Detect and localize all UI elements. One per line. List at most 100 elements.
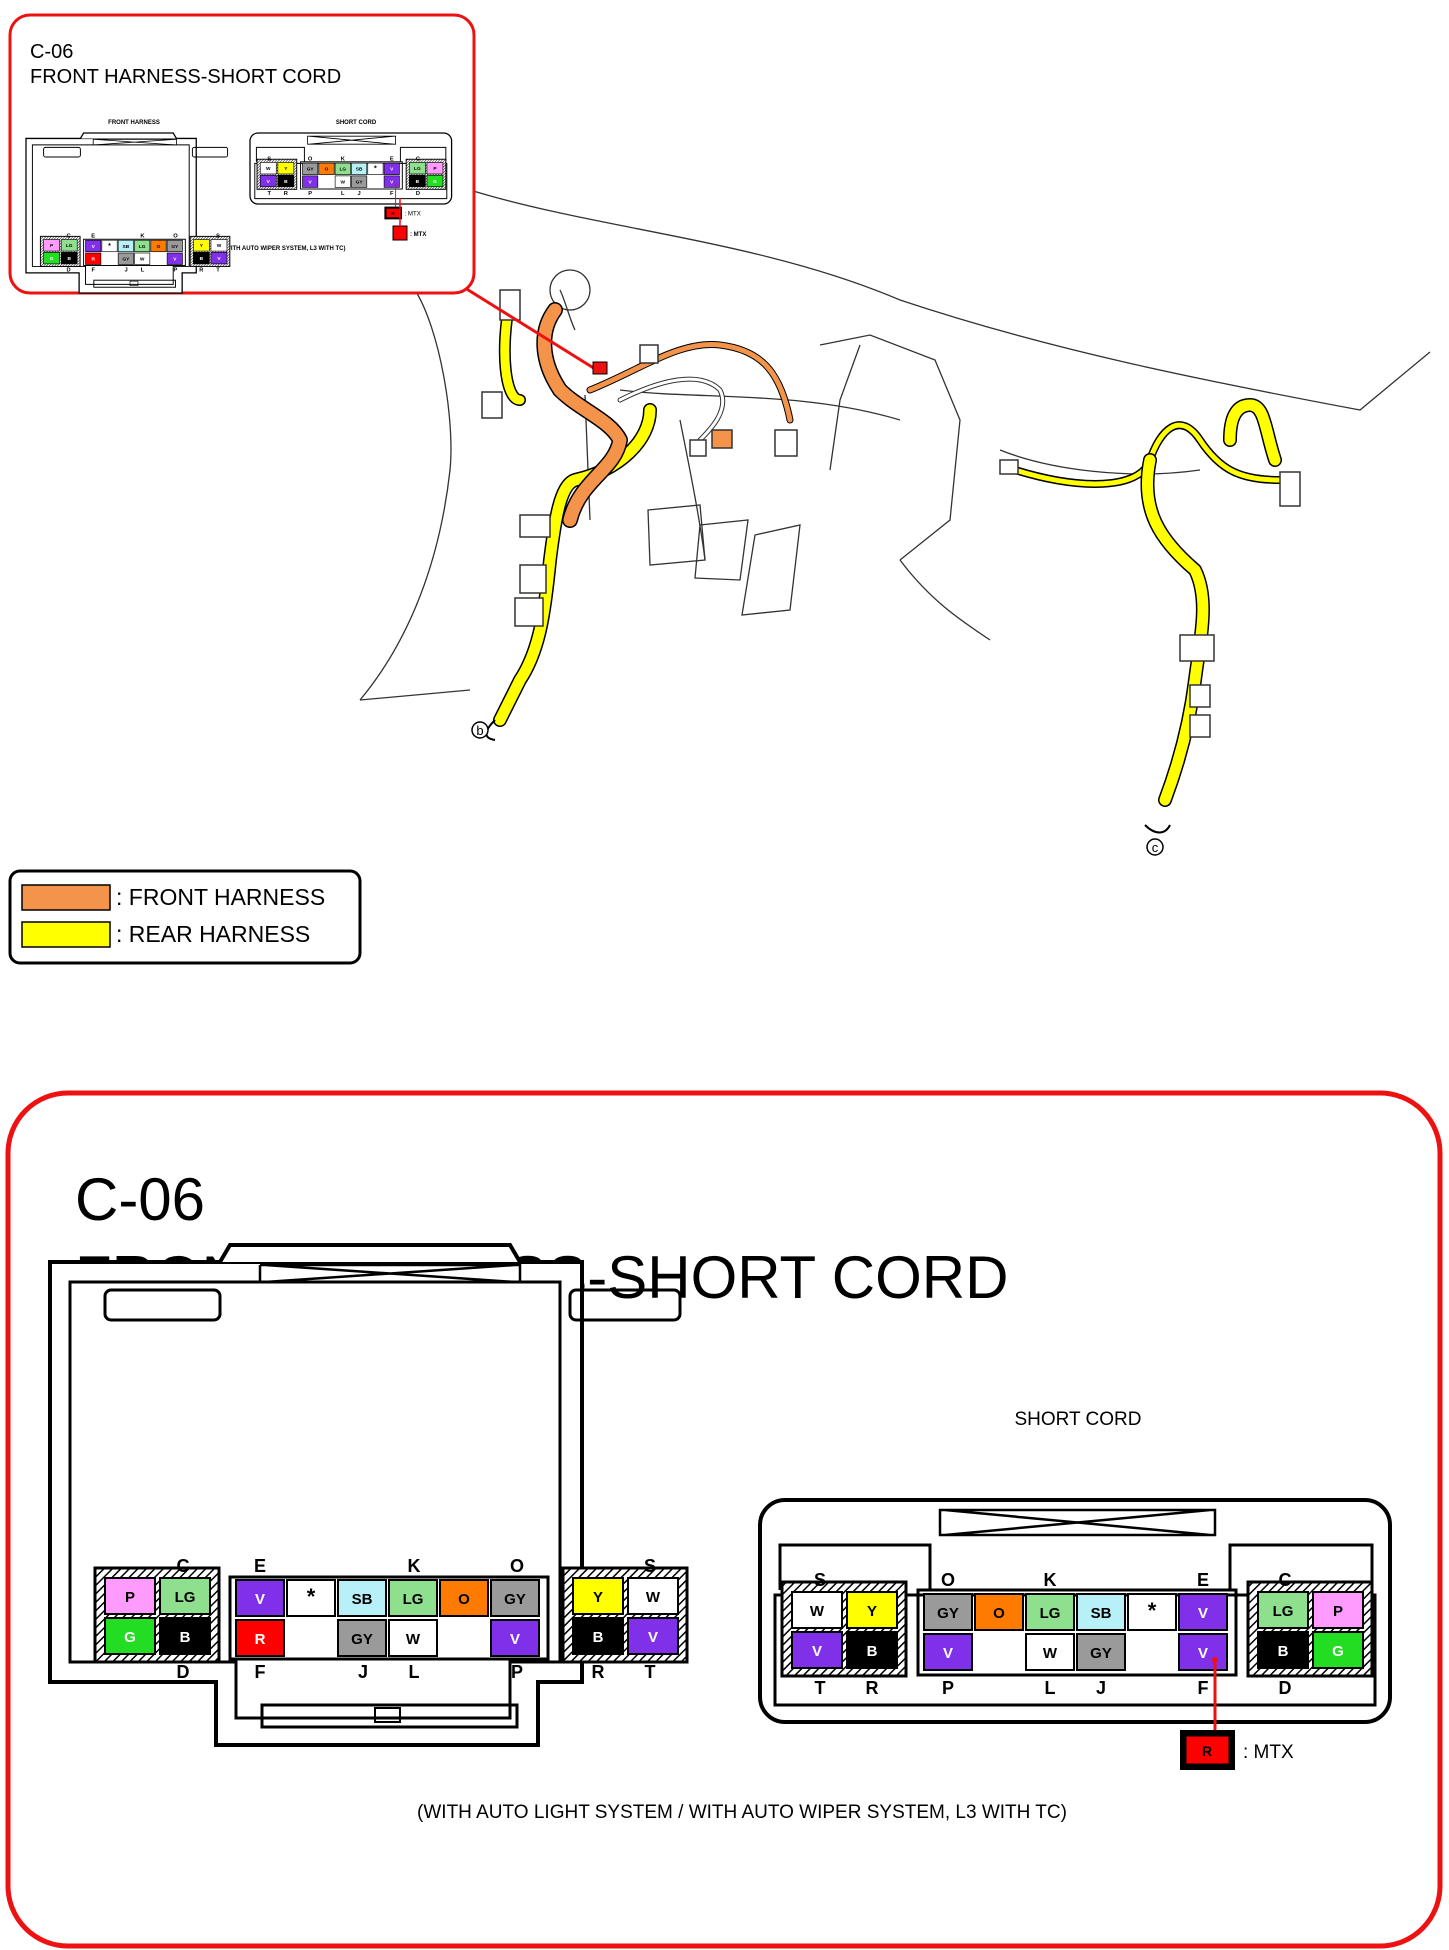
wire-cell: Y bbox=[572, 1577, 624, 1615]
wire-color-label: B bbox=[416, 179, 420, 185]
wire-color-label: P bbox=[1333, 1603, 1343, 1620]
wire-cell: G bbox=[426, 174, 444, 188]
wire-color-label: V bbox=[1198, 1605, 1208, 1622]
mtx-callout: R: MTX bbox=[384, 206, 421, 220]
legend-front-swatch bbox=[21, 884, 111, 911]
wire-color-label: GY bbox=[937, 1605, 959, 1622]
wire-cell: R bbox=[85, 252, 102, 265]
wire-cell: Y bbox=[846, 1591, 898, 1629]
mtx-callout: R: MTX bbox=[1180, 1730, 1294, 1770]
wire-color-label: B bbox=[867, 1643, 878, 1660]
inset-condition-note: (WITH AUTO LIGHT SYSTEM / WITH AUTO WIPE… bbox=[139, 246, 346, 252]
wire-color-label: V bbox=[267, 179, 271, 185]
pin-letter-label: E bbox=[91, 234, 95, 240]
wire-color-label: GY bbox=[351, 1631, 373, 1648]
pin-letter-label: E bbox=[390, 157, 394, 163]
wire-color-label: V bbox=[309, 180, 313, 186]
wire-cell: B bbox=[1257, 1631, 1309, 1669]
wire-cell: Y bbox=[277, 162, 295, 175]
wire-color-label: P bbox=[125, 1589, 135, 1606]
pin-letter-label: P bbox=[511, 1662, 523, 1682]
wire-color-label: Y bbox=[284, 166, 288, 172]
pin-letter-label: L bbox=[341, 191, 345, 197]
pin-letter-label: D bbox=[416, 191, 420, 197]
pin-letter-label: F bbox=[91, 268, 95, 274]
pin-letter-label: J bbox=[358, 191, 361, 197]
wire-cell: O bbox=[318, 162, 335, 175]
pin-letter-label: T bbox=[216, 268, 220, 274]
pin-letter-label: O bbox=[308, 157, 313, 163]
wire-cell: W bbox=[134, 252, 151, 265]
wire-cell: GY bbox=[166, 239, 183, 253]
pin-letter-label: R bbox=[199, 268, 204, 274]
wire-cell: V bbox=[210, 252, 228, 265]
inset-mtx-label: : MTX bbox=[410, 232, 426, 238]
wire-cell: W bbox=[1025, 1633, 1075, 1671]
wire-color-label: LG bbox=[1040, 1605, 1061, 1622]
wire-color-label: * bbox=[108, 243, 111, 250]
wire-cell: G bbox=[43, 252, 60, 265]
wire-color-label: SB bbox=[123, 244, 130, 250]
wire-cell: GY bbox=[117, 252, 134, 265]
pin-letter-label: S bbox=[814, 1570, 826, 1590]
pin-letter-label: E bbox=[1197, 1570, 1209, 1590]
wire-cell: B bbox=[277, 174, 295, 188]
pin-letter-label: K bbox=[1044, 1570, 1057, 1590]
pin-letter-label: S bbox=[267, 157, 271, 163]
wire-color-label: GY bbox=[307, 167, 315, 173]
wire-color-label: LG bbox=[139, 244, 146, 250]
wire-cell: W bbox=[334, 175, 351, 188]
wire-color-label: V bbox=[255, 1591, 265, 1608]
pin-letter-label: F bbox=[255, 1662, 266, 1682]
wire-color-label: V bbox=[812, 1643, 822, 1660]
wire-color-label: B bbox=[593, 1629, 604, 1646]
wire-cell: W bbox=[388, 1619, 438, 1657]
wire-color-label: SB bbox=[356, 167, 363, 173]
mtx-label: : MTX bbox=[1243, 1742, 1294, 1763]
pin-letter-label: O bbox=[941, 1570, 955, 1590]
wire-color-label: GY bbox=[1090, 1645, 1112, 1662]
fh-housing bbox=[25, 137, 197, 294]
pin-letter-label: K bbox=[140, 234, 145, 240]
wire-color-label: O bbox=[325, 167, 329, 173]
wire-cell: W bbox=[791, 1591, 843, 1629]
wire-cell: V bbox=[166, 252, 183, 265]
wire-cell: * bbox=[367, 162, 384, 175]
wire-color-label: O bbox=[157, 244, 161, 250]
top-inset: C-06 FRONT HARNESS-SHORT CORD FRONT HARN… bbox=[8, 13, 476, 295]
pin-letter-label: R bbox=[284, 191, 289, 197]
wire-color-label: SB bbox=[1091, 1605, 1112, 1622]
pin-letter-label: P bbox=[308, 191, 312, 197]
wire-color-label: Y bbox=[593, 1589, 603, 1606]
pin-letter-label: L bbox=[409, 1662, 420, 1682]
pin-letter-label: J bbox=[1096, 1678, 1106, 1698]
wire-color-label: O bbox=[993, 1605, 1005, 1622]
pin-letter-label: D bbox=[177, 1662, 190, 1682]
wire-color-label: P bbox=[50, 243, 54, 249]
wire-color-label: B bbox=[180, 1629, 191, 1646]
wire-cell: GY bbox=[337, 1619, 387, 1657]
wire-color-label: * bbox=[1148, 1598, 1157, 1623]
wire-cell: * bbox=[101, 239, 118, 253]
wire-cell: LG bbox=[159, 1577, 211, 1615]
wire-color-label: GY bbox=[356, 180, 364, 186]
wire-cell: GY bbox=[923, 1593, 973, 1631]
pin-letter-label: R bbox=[592, 1662, 605, 1682]
detail-panel: C-06 FRONT HARNESS-SHORT CORD FRONT HARN… bbox=[5, 1090, 1443, 1949]
wire-color-label: B bbox=[284, 179, 288, 185]
pin-letter-label: T bbox=[267, 191, 271, 197]
wire-cell: V bbox=[1178, 1633, 1228, 1671]
wire-cell: SB bbox=[351, 162, 368, 175]
wire-color-label: W bbox=[406, 1631, 421, 1648]
pin-letter-label: F bbox=[1198, 1678, 1209, 1698]
pin-letter-label: K bbox=[341, 157, 346, 163]
wire-cell: O bbox=[439, 1579, 489, 1617]
wire-cell: GY bbox=[490, 1579, 540, 1617]
wire-color-label: Y bbox=[200, 243, 204, 249]
marker-c-label: c bbox=[1152, 840, 1159, 855]
pin-letter-label: S bbox=[216, 234, 220, 240]
wire-color-label: R bbox=[91, 257, 95, 263]
pin-letter-label: C bbox=[177, 1556, 190, 1576]
harness-drawing bbox=[493, 294, 1284, 807]
